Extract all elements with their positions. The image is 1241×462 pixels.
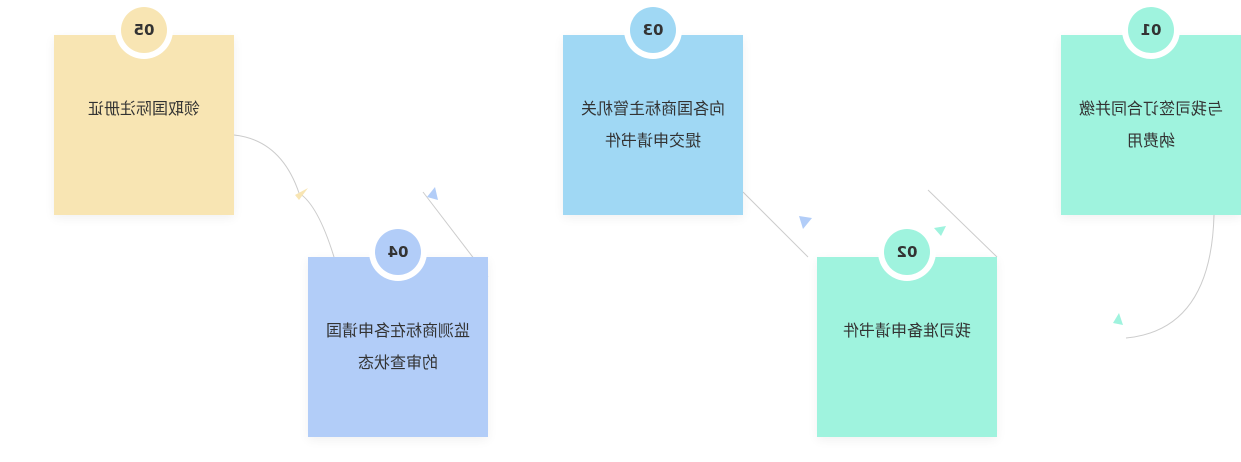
step-card-03: 03 向各国商标主管机关 提交申请书件 xyxy=(563,1,743,215)
step-text-line: 我司准备申请书件 xyxy=(843,321,972,340)
step-card-02: 02 我司准备申请书件 xyxy=(817,223,997,437)
step-text: 向各国商标主管机关 提交申请书件 xyxy=(577,93,729,157)
step-text: 与我司签订合同并缴 纳费用 xyxy=(1075,93,1227,157)
step-number: 01 xyxy=(1128,7,1174,53)
step-number: 02 xyxy=(884,229,930,275)
step-number: 05 xyxy=(121,7,167,53)
connector-line xyxy=(742,191,809,258)
step-badge: 05 xyxy=(115,1,173,59)
step-card-05: 05 领取国际注册证 xyxy=(54,1,234,215)
step-text-line: 提交申请书件 xyxy=(605,131,702,150)
step-badge: 04 xyxy=(369,223,427,281)
connector-line xyxy=(927,189,998,258)
connector-arrow-icon xyxy=(799,216,812,229)
step-card-01: 01 与我司签订合同并缴 纳费用 xyxy=(1061,1,1241,215)
step-text: 监测商标在各申请国 的审查状态 xyxy=(322,315,474,379)
connector-arrow-icon xyxy=(295,188,308,200)
step-text-line: 领取国际注册证 xyxy=(88,99,201,118)
step-text-line: 向各国商标主管机关 xyxy=(581,99,726,118)
connector-line xyxy=(1125,214,1215,339)
step-number: 03 xyxy=(630,7,676,53)
step-text-line: 与我司签订合同并缴 xyxy=(1079,99,1224,118)
connector-arrow-icon xyxy=(1113,313,1123,325)
step-text-line: 纳费用 xyxy=(1127,131,1176,150)
step-text-line: 监测商标在各申请国 xyxy=(326,321,471,340)
step-badge: 03 xyxy=(624,1,682,59)
connector-arrow-icon xyxy=(934,226,946,236)
step-text-line: 的审查状态 xyxy=(358,353,439,372)
step-text: 领取国际注册证 xyxy=(68,93,220,125)
step-number: 04 xyxy=(375,229,421,275)
step-text: 我司准备申请书件 xyxy=(831,315,983,347)
step-badge: 02 xyxy=(878,223,936,281)
step-badge: 01 xyxy=(1122,1,1180,59)
connector-arrow-icon xyxy=(427,187,438,200)
step-card-04: 04 监测商标在各申请国 的审查状态 xyxy=(308,223,488,437)
connector-line xyxy=(233,134,335,258)
